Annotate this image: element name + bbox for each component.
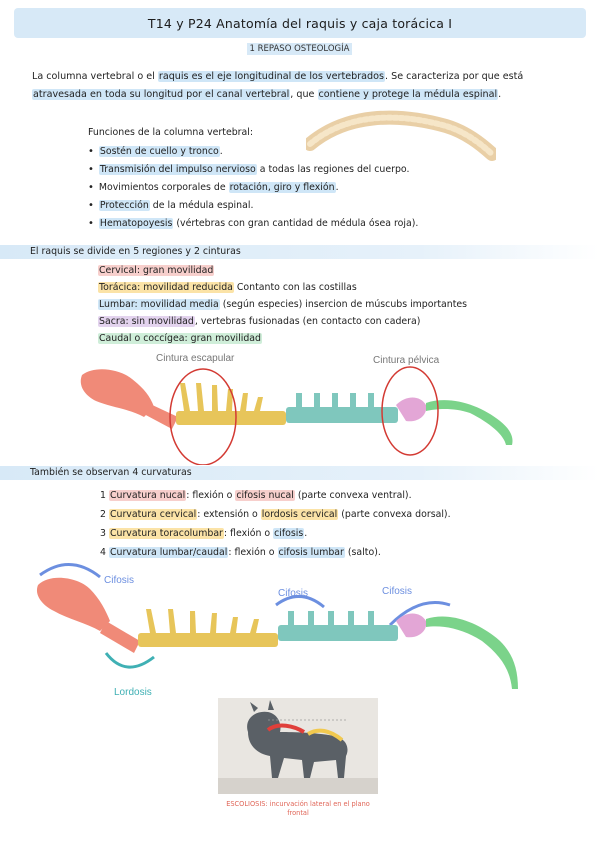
section-subtitle: 1 REPASO OSTEOLOGÍA xyxy=(0,43,599,55)
spine-illustration xyxy=(306,110,496,161)
pelvic-girdle-label: Cintura pélvica xyxy=(373,355,440,366)
region-lumbar: Lumbar: movilidad media (según especies)… xyxy=(98,299,468,310)
cifosis-label-1: Cifosis xyxy=(104,575,134,586)
caudal-segment xyxy=(426,400,513,445)
spine-regions-diagram: Cintura escapular Cintura pélvica xyxy=(80,353,513,465)
lumbar-segment xyxy=(278,611,398,641)
cervical-segment xyxy=(100,621,140,653)
region-caudal: Caudal o coccígea: gran movilidad xyxy=(98,333,262,344)
dog-photo xyxy=(218,698,378,794)
cervical-segment xyxy=(142,403,178,429)
cifosis-label-3: Cifosis xyxy=(382,586,412,597)
curvature-item: 4 Curvatura lumbar/caudal: flexión o cif… xyxy=(100,547,381,558)
cifosis-label-2: Cifosis xyxy=(278,588,308,599)
cifosis-arc-1 xyxy=(39,563,101,579)
curvatures-list: 1 Curvatura nucal: flexión o cifosis nuc… xyxy=(100,486,451,562)
cifosis-arc-3 xyxy=(388,601,451,627)
region-thoracic: Torácica: movilidad reducida Contanto co… xyxy=(98,282,357,293)
region-sacral: Sacra: sin movilidad, vertebras fusionad… xyxy=(98,316,421,327)
thoracic-segment xyxy=(176,383,286,425)
page-title: T14 y P24 Anatomía del raquis y caja tor… xyxy=(14,8,586,38)
regions-list: Cervical: gran movilidad Torácica: movil… xyxy=(98,262,467,347)
skull xyxy=(80,369,154,417)
lordosis-label: Lordosis xyxy=(114,687,152,698)
curvatures-section-header: También se observan 4 curvaturas xyxy=(0,466,599,480)
cifosis-arc-2 xyxy=(275,595,325,609)
functions-title: Funciones de la columna vertebral: xyxy=(88,127,254,138)
caudal-segment xyxy=(426,616,518,689)
spine-curvatures-diagram: Cifosis Cifosis Cifosis Lordosis xyxy=(36,563,518,698)
function-item: Protección de la médula espinal. xyxy=(88,197,418,215)
function-item: Transmisión del impulso nervioso a todas… xyxy=(88,161,418,179)
lordosis-arc xyxy=(104,652,155,669)
function-item: Movimientos corporales de rotación, giro… xyxy=(88,179,418,197)
regions-section-header: El raquis se divide en 5 regiones y 2 ci… xyxy=(0,245,599,259)
scapular-girdle-label: Cintura escapular xyxy=(156,353,235,364)
curvature-item: 3 Curvatura toracolumbar: flexión o cifo… xyxy=(100,528,308,539)
function-item: Hematopoyesis (vértebras con gran cantid… xyxy=(88,215,418,233)
scapular-girdle-ring xyxy=(169,368,237,465)
sacral-segment xyxy=(396,613,427,638)
region-cervical: Cervical: gran movilidad xyxy=(98,265,215,276)
functions-list: Sostén de cuello y tronco. Transmisión d… xyxy=(88,143,418,233)
intro-paragraph: La columna vertebral o el raquis es el e… xyxy=(32,71,524,100)
thoracic-segment xyxy=(138,609,278,647)
sacral-segment xyxy=(396,397,427,422)
pelvic-girdle-ring xyxy=(381,366,439,456)
lumbar-segment xyxy=(286,393,398,423)
scoliosis-caption: ESCOLIOSIS: incurvación lateral en el pl… xyxy=(226,800,370,817)
curvature-item: 1 Curvatura nucal: flexión o cifosis nuc… xyxy=(100,490,412,501)
function-item: Sostén de cuello y tronco. xyxy=(88,143,418,161)
curvature-item: 2 Curvatura cervical: extensión o lordos… xyxy=(100,509,451,520)
skull xyxy=(36,577,110,631)
